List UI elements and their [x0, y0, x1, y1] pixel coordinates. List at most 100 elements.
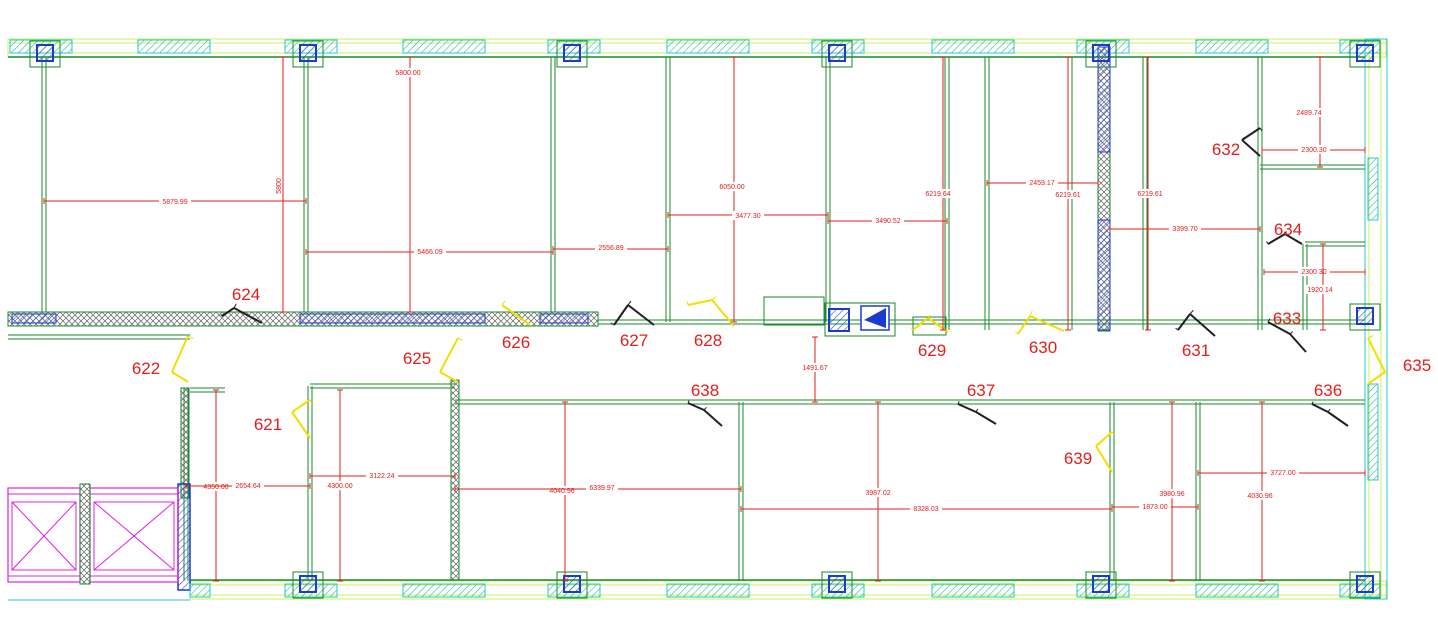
room-number-631: 631: [1182, 341, 1210, 360]
door-jamb: [1311, 401, 1314, 405]
room-number-624: 624: [232, 285, 260, 304]
room-number-635: 635: [1403, 356, 1431, 375]
window: [189, 583, 211, 598]
window: [666, 39, 750, 54]
door-leaf: [687, 402, 705, 411]
room-number-632: 632: [1212, 140, 1240, 159]
door-jamb: [1015, 331, 1019, 335]
dimension-label-bg: [1244, 491, 1276, 500]
room-number-639: 639: [1064, 449, 1092, 468]
column: [563, 575, 581, 593]
door-jamb: [1384, 371, 1388, 375]
dimension-label: 5879.99: [162, 199, 187, 206]
door-jamb: [1175, 327, 1179, 331]
door-leaf: [291, 411, 311, 439]
door-leaf: [1017, 315, 1031, 335]
door-leaf: [439, 337, 459, 373]
columns: [29, 40, 1381, 599]
elevator-cross: [11, 501, 77, 571]
dimension-label-bg: [1139, 502, 1171, 511]
door-leaf: [1241, 139, 1261, 157]
wall-panel: [299, 313, 486, 324]
dimension-label: 2300.30: [1301, 269, 1326, 276]
door-jamb: [1095, 443, 1101, 447]
column: [563, 44, 581, 62]
dimension-label-bg: [1169, 224, 1201, 233]
dimension-label: 6219.61: [1137, 191, 1162, 198]
door-jamb: [927, 314, 931, 319]
door-leaf: [1367, 337, 1386, 373]
partition: [180, 387, 190, 499]
door-jamb: [910, 327, 914, 331]
door-jamb: [171, 369, 174, 373]
room-number-625: 625: [403, 349, 431, 368]
door-leaf: [711, 299, 735, 327]
column-base: [1349, 303, 1381, 331]
column-base: [556, 40, 588, 68]
room-number-637: 637: [967, 381, 995, 400]
partition-panel: [1097, 219, 1111, 331]
dimension-label: 4040.96: [549, 488, 574, 495]
duct: [912, 316, 947, 336]
door-leaf: [627, 304, 655, 326]
door-jamb: [1289, 331, 1294, 335]
door-jamb: [686, 301, 689, 306]
column: [828, 575, 846, 593]
dimension-label-bg: [732, 211, 764, 220]
column: [1356, 44, 1374, 62]
door-leaf: [912, 317, 929, 331]
door-leaf: [687, 299, 713, 306]
partition-panel: [1097, 46, 1111, 153]
dimension-label-bg: [392, 68, 424, 77]
dimension-label-bg: [414, 247, 446, 256]
door-jamb: [627, 300, 632, 306]
dimension-label: 2654.64: [235, 483, 260, 490]
wall-panel: [11, 313, 57, 324]
dimension-label: 1491.67: [802, 365, 827, 372]
elevator-cabin: [93, 501, 175, 571]
door-leaf: [1095, 445, 1113, 473]
dimension-label: 2459.17: [1029, 180, 1054, 187]
door-jamb: [187, 335, 194, 339]
dimension-label: 5466.09: [417, 249, 442, 256]
elevator-cabin: [11, 501, 77, 571]
dimension-label-bg: [586, 483, 618, 492]
dimension-label-bg: [1156, 489, 1188, 498]
dimension-label: 5800.00: [395, 70, 420, 77]
dimension-label-bg: [1052, 190, 1084, 199]
door-jamb: [1189, 309, 1194, 315]
door-leaf: [171, 335, 189, 373]
window: [402, 39, 486, 54]
door-leaf: [1267, 321, 1291, 335]
door-jamb: [1284, 231, 1287, 235]
dimension-label-bg: [1293, 108, 1325, 117]
door-leaf: [1327, 411, 1349, 427]
column-base: [292, 571, 324, 599]
dimension-label: 3987.02: [865, 490, 890, 497]
door-leaf: [1241, 127, 1261, 141]
window: [666, 583, 750, 598]
dimension-label: 6219.61: [1055, 192, 1080, 199]
column-base: [1085, 40, 1117, 68]
door-jamb: [975, 408, 979, 413]
dimension-label: 2556.89: [598, 245, 623, 252]
room-number-626: 626: [502, 333, 530, 352]
room-number-638: 638: [691, 381, 719, 400]
door-leaf: [1189, 313, 1216, 337]
door-leaf: [1095, 431, 1113, 447]
dimension-label-bg: [716, 182, 748, 191]
static-linework: [7, 38, 1388, 601]
wall-panel: [539, 313, 589, 324]
dimension-label-bg: [159, 197, 191, 206]
door-leaf: [1267, 233, 1286, 245]
column-base: [292, 40, 324, 68]
dimension-label-bg: [1267, 468, 1299, 477]
dimension-label-bg: [595, 243, 627, 252]
dimension-label: 6219.64: [925, 191, 950, 198]
window: [931, 583, 1015, 598]
dimension-label: 2300.30: [1301, 147, 1326, 154]
door-jamb: [1111, 431, 1115, 435]
door-jamb: [233, 303, 237, 309]
door-leaf: [501, 304, 531, 326]
